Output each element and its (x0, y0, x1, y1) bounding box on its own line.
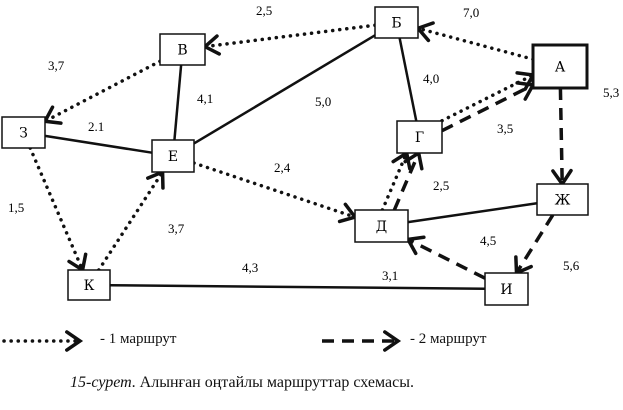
edge-weight-label: 3,5 (497, 121, 513, 136)
figure-caption: 15-сурет. Алынған оңтайлы маршруттар схе… (70, 374, 414, 392)
edge-D-G-route2 (392, 150, 424, 211)
edge-weight-label: 3,7 (48, 58, 65, 73)
edge-weight-label: 2,5 (256, 3, 272, 18)
legend-route-2-sample (322, 330, 402, 352)
node-I: И (484, 272, 529, 306)
edge-weight-label: 1,5 (8, 200, 24, 215)
node-label: Г (415, 130, 424, 146)
caption-text: . Алынған оңтайлы маршруттар схемасы. (131, 374, 414, 391)
node-label: Б (391, 16, 401, 32)
edge-G-A-route2 (441, 81, 536, 133)
edge-weight-label: 3,1 (382, 268, 398, 283)
node-Z: З (1, 116, 46, 149)
edge-weight-label: 2,5 (433, 178, 449, 193)
legend-route-1-sample (2, 330, 84, 352)
edge-E-B-solid: 5,0 (193, 34, 376, 145)
node-K: К (67, 269, 111, 301)
node-label: Ж (555, 193, 571, 209)
legend-route-2: - 2 маршрут (410, 331, 487, 347)
edge-Zh-I-route2: 5,6 (514, 214, 580, 276)
edge-I-D-route2: 3,1 (382, 235, 486, 283)
edge-B-G-solid: 4,0 (398, 37, 439, 122)
edge-V-E-solid: 4,1 (173, 64, 213, 141)
edge-Z-K-route1: 1,5 (8, 146, 88, 273)
edge-K-E-route1: 3,7 (97, 169, 185, 272)
edge-weight-label: 4,5 (480, 233, 496, 248)
edge-D-Zh-solid: 4,5 (407, 201, 538, 248)
node-G: Г (396, 120, 443, 154)
edge-weight-label: 4,1 (197, 91, 213, 106)
edge-V-Z-route1: 3,7 (42, 58, 162, 125)
edge-A-Zh-route2: 5,3 (551, 85, 619, 188)
node-label: З (19, 126, 28, 142)
edge-weight-label: 5,0 (315, 94, 331, 109)
legend-route-1: - 1 маршрут (100, 331, 177, 347)
edge-weight-label: 5,3 (603, 85, 619, 100)
edge-weight-label: 2.1 (88, 119, 104, 134)
edge-weight-label: 4,3 (242, 260, 258, 275)
caption-number: 15-сурет (70, 374, 132, 391)
node-label: И (500, 282, 512, 298)
node-Zh: Ж (536, 183, 589, 216)
node-V: В (159, 33, 206, 66)
node-E: Е (151, 139, 195, 173)
edge-B-V-route1: 2,5 (201, 3, 377, 56)
node-label: В (177, 43, 187, 59)
edge-D-G-route1: 2,5 (380, 150, 449, 212)
edge-weight-label: 3,7 (168, 221, 185, 236)
node-D: Д (354, 209, 409, 243)
node-label: Д (376, 219, 387, 235)
node-label: К (84, 278, 95, 294)
edge-weight-label: 4,0 (423, 71, 439, 86)
edge-A-B-route1: 7,0 (415, 5, 535, 61)
edge-weight-label: 2,4 (274, 160, 291, 175)
node-B: Б (374, 6, 419, 39)
edge-weight-label: 7,0 (463, 5, 479, 20)
node-label: Е (168, 149, 178, 165)
edge-E-D-route1: 2,4 (192, 160, 358, 224)
edge-K-I-solid: 4,3 (109, 260, 486, 291)
node-label: А (555, 60, 566, 76)
edge-Z-E-solid: 2.1 (44, 119, 153, 154)
node-A: А (531, 43, 589, 90)
edge-weight-label: 5,6 (563, 258, 580, 273)
